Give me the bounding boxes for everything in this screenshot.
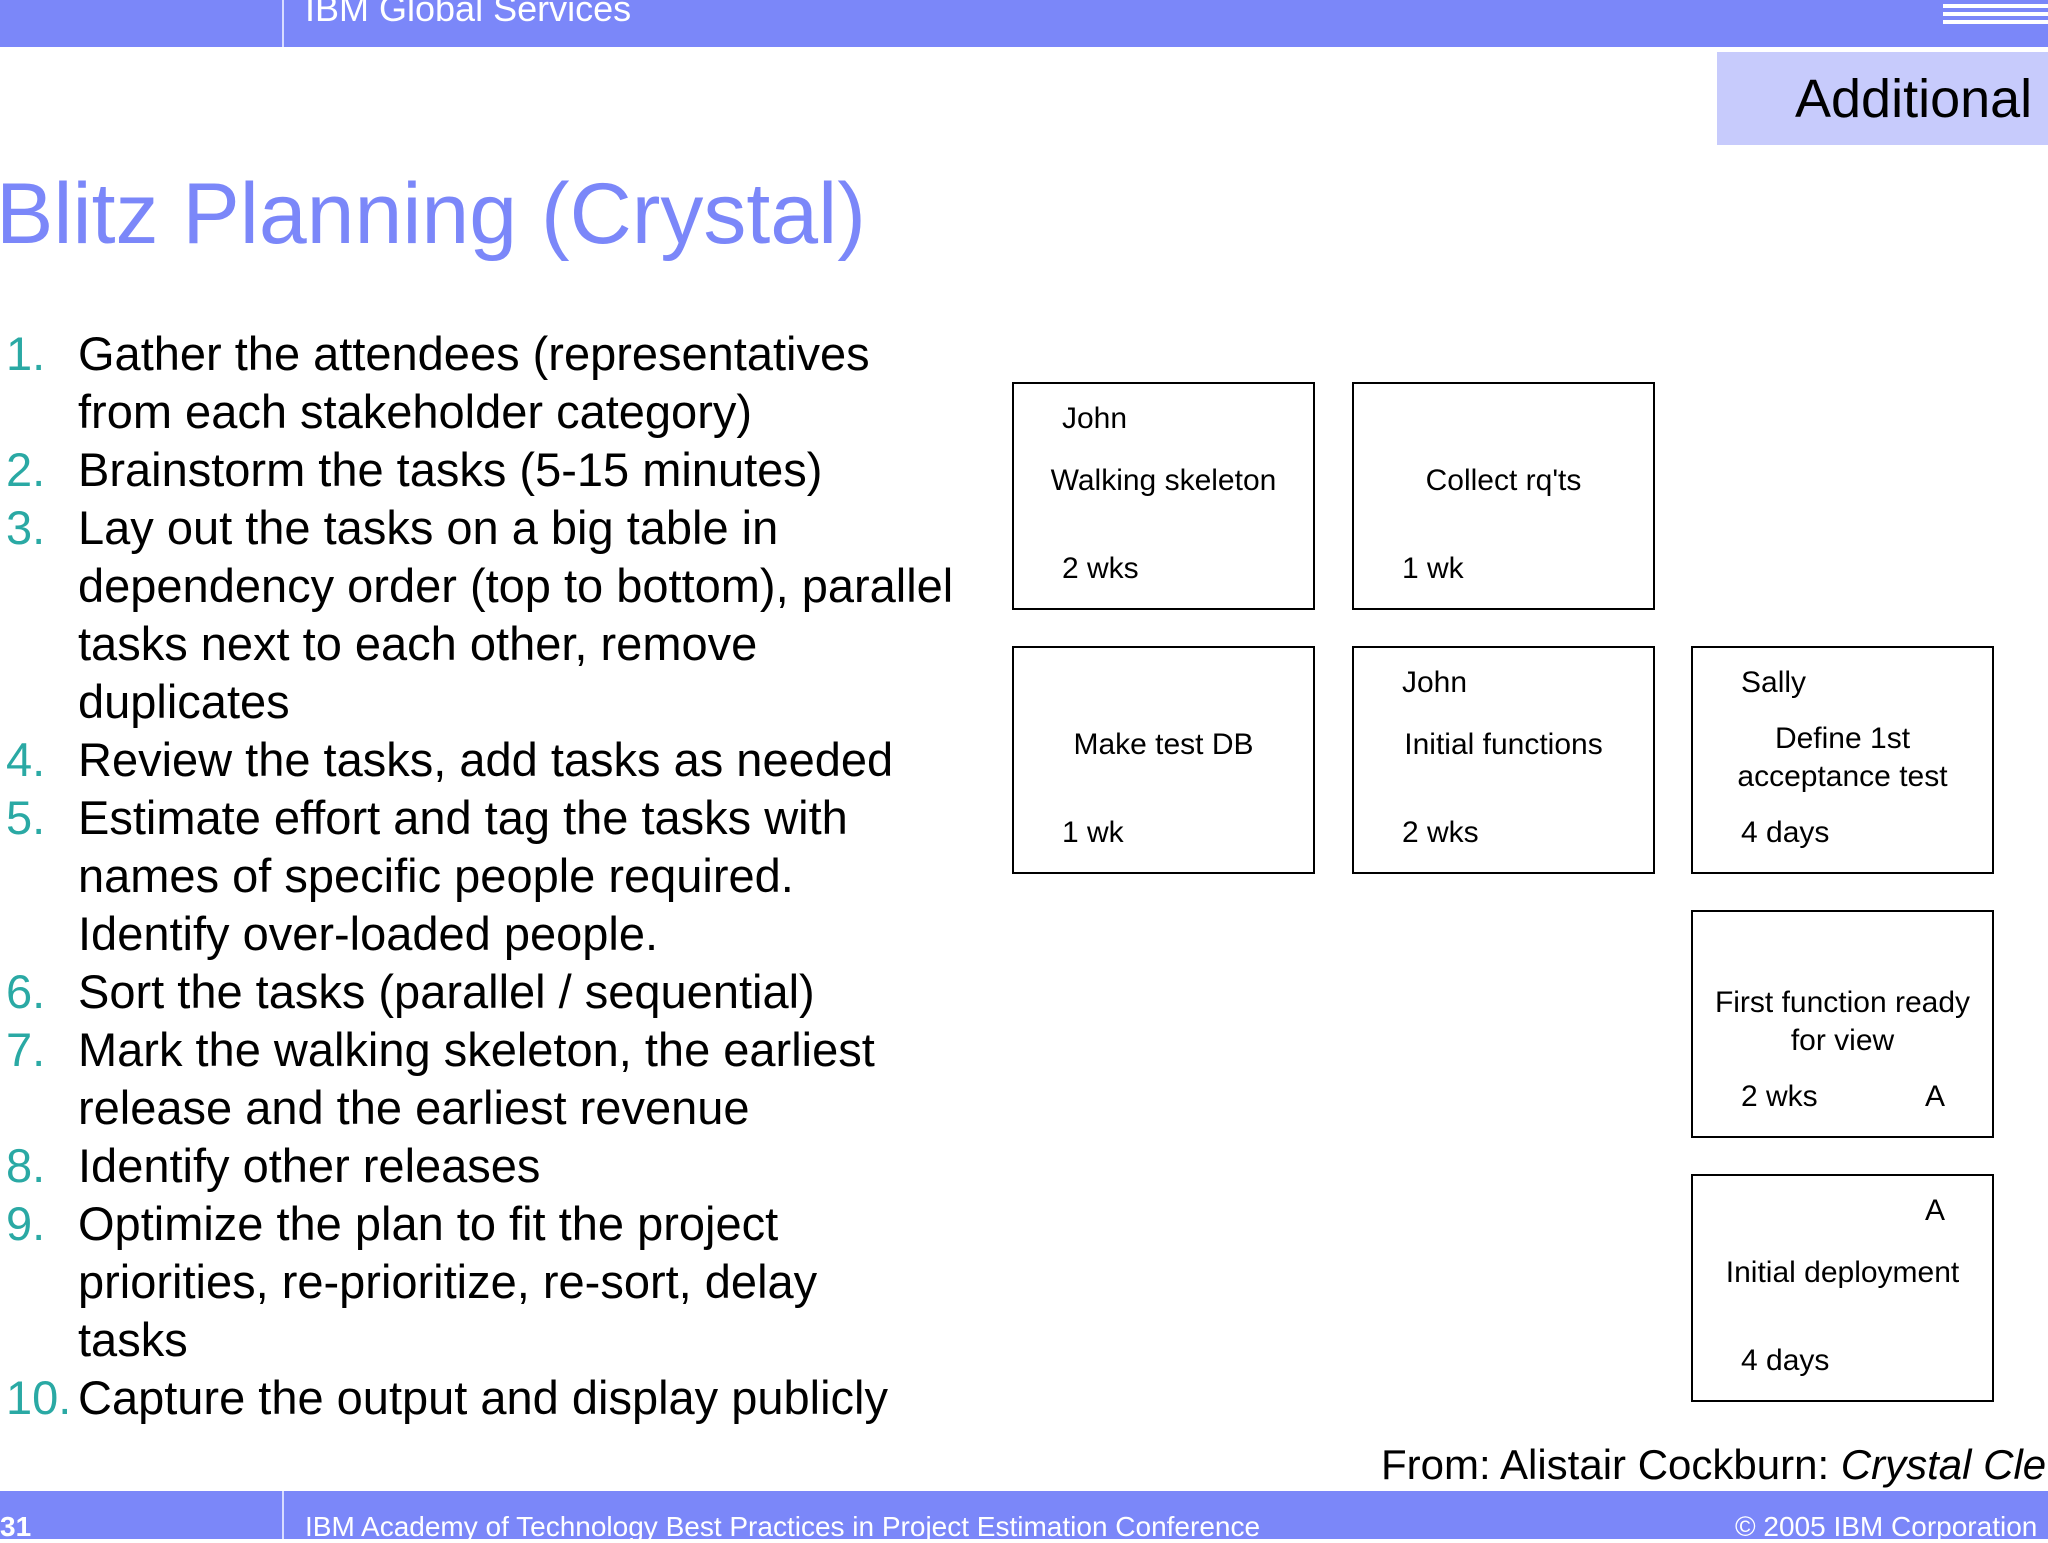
ibm-logo-icon xyxy=(1943,4,2048,32)
task-card: A Initial deployment 4 days xyxy=(1691,1174,1994,1402)
task-owner: John xyxy=(1062,402,1128,435)
step-text: Review the tasks, add tasks as needed xyxy=(78,733,894,786)
task-duration: 2 wks xyxy=(1402,816,1479,849)
step-text: Mark the walking skeleton, the earliest … xyxy=(78,1023,875,1134)
list-item: 1. Gather the attendees (representatives … xyxy=(0,325,960,441)
list-item: 3. Lay out the tasks on a big table in de… xyxy=(0,499,960,731)
step-text: Estimate effort and tag the tasks with n… xyxy=(78,791,848,960)
list-item: 7. Mark the walking skeleton, the earlies… xyxy=(0,1021,960,1137)
section-tag-label: Additional xyxy=(1795,69,2033,129)
step-text: Capture the output and display publicly xyxy=(78,1371,888,1424)
section-tag: Additional xyxy=(1717,52,2048,145)
task-name: Initial deployment xyxy=(1725,1256,1960,1289)
list-item: 9. Optimize the plan to fit the project p… xyxy=(0,1195,960,1369)
source-citation: From: Alistair Cockburn: Crystal Cle xyxy=(1381,1441,2046,1489)
step-number: 2. xyxy=(6,443,46,496)
page-number: 31 xyxy=(0,1511,32,1542)
footer-bar: 31 IBM Academy of Technology Best Practi… xyxy=(0,1491,2048,1542)
source-title: Crystal Cle xyxy=(1840,1441,2047,1488)
task-name: Define 1st acceptance test xyxy=(1737,722,1948,793)
slide-title: Blitz Planning (Crystal) xyxy=(0,166,866,262)
list-item: 10.Capture the output and display public… xyxy=(0,1369,960,1427)
task-name: Collect rq'ts xyxy=(1425,464,1582,497)
source-prefix: From: Alistair Cockburn: xyxy=(1381,1441,1841,1488)
task-card: Collect rq'ts 1 wk xyxy=(1352,382,1655,610)
step-number: 6. xyxy=(6,965,46,1018)
task-duration: 1 wk xyxy=(1402,552,1464,585)
header-bar: IBM Global Services xyxy=(0,0,2048,47)
steps-list: 1. Gather the attendees (representatives … xyxy=(0,325,960,1427)
task-card: John Initial functions 2 wks xyxy=(1352,646,1655,874)
step-number: 1. xyxy=(6,327,46,380)
task-card: First function ready for view 2 wks A xyxy=(1691,910,1994,1138)
list-item: 2. Brainstorm the tasks (5-15 minutes) xyxy=(0,441,960,499)
task-card: John Walking skeleton 2 wks xyxy=(1012,382,1315,610)
step-number: 5. xyxy=(6,791,46,844)
task-marker: A xyxy=(1925,1080,1946,1113)
conference-name: IBM Academy of Technology Best Practices… xyxy=(305,1511,1261,1542)
step-text: Identify other releases xyxy=(78,1139,541,1192)
step-number: 4. xyxy=(6,733,46,786)
task-duration: 2 wks xyxy=(1741,1080,1818,1113)
list-item: 5. Estimate effort and tag the tasks with… xyxy=(0,789,960,963)
step-text: Sort the tasks (parallel / sequential) xyxy=(78,965,815,1018)
task-marker: A xyxy=(1925,1194,1946,1227)
step-number: 7. xyxy=(6,1023,46,1076)
task-duration: 4 days xyxy=(1741,1344,1830,1377)
task-duration: 4 days xyxy=(1741,816,1830,849)
task-name: First function ready for view xyxy=(1714,986,1971,1057)
task-duration: 1 wk xyxy=(1062,816,1124,849)
list-item: 8. Identify other releases xyxy=(0,1137,960,1195)
step-text: Gather the attendees (representatives fr… xyxy=(78,327,870,438)
footer-divider xyxy=(282,1491,284,1539)
task-owner: Sally xyxy=(1741,666,1807,699)
step-number: 3. xyxy=(6,501,46,554)
step-number: 8. xyxy=(6,1139,46,1192)
step-text: Optimize the plan to fit the project pri… xyxy=(78,1197,818,1366)
list-item: 4. Review the tasks, add tasks as needed xyxy=(0,731,960,789)
step-number: 9. xyxy=(6,1197,46,1250)
copyright: © 2005 IBM Corporation xyxy=(1735,1511,2038,1542)
task-name: Make test DB xyxy=(1073,728,1254,761)
task-name: Walking skeleton xyxy=(1050,464,1277,497)
task-name: Initial functions xyxy=(1404,728,1603,761)
task-duration: 2 wks xyxy=(1062,552,1139,585)
task-card: Make test DB 1 wk xyxy=(1012,646,1315,874)
step-text: Brainstorm the tasks (5-15 minutes) xyxy=(78,443,823,496)
header-divider xyxy=(282,0,284,47)
step-text: Lay out the tasks on a big table in depe… xyxy=(78,501,954,728)
task-card: Sally Define 1st acceptance test 4 days xyxy=(1691,646,1994,874)
list-item: 6. Sort the tasks (parallel / sequential) xyxy=(0,963,960,1021)
task-owner: John xyxy=(1402,666,1468,699)
business-unit: IBM Global Services xyxy=(305,0,632,29)
step-number: 10. xyxy=(6,1371,72,1424)
